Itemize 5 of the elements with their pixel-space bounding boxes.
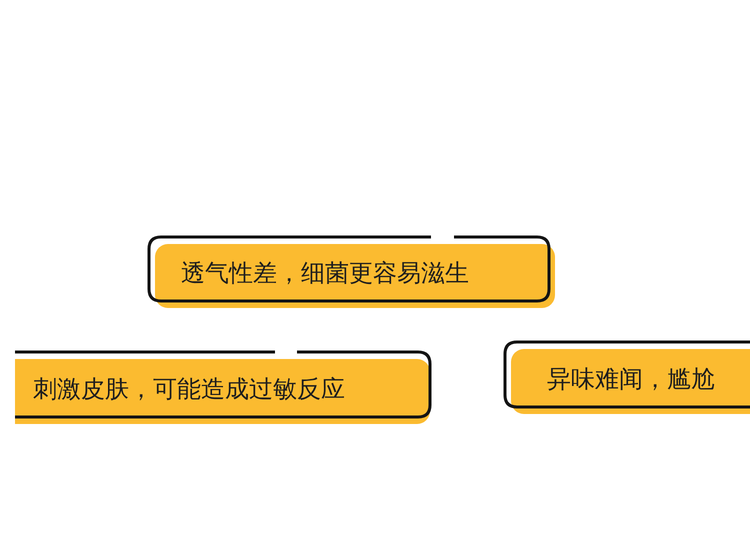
box-label: 刺激皮肤，可能造成过敏反应 bbox=[33, 374, 345, 404]
label-box bbox=[505, 342, 750, 414]
box-label: 异味难闻，尴尬 bbox=[547, 364, 715, 394]
box-label: 透气性差，细菌更容易滋生 bbox=[181, 258, 469, 288]
label-box bbox=[149, 237, 555, 308]
